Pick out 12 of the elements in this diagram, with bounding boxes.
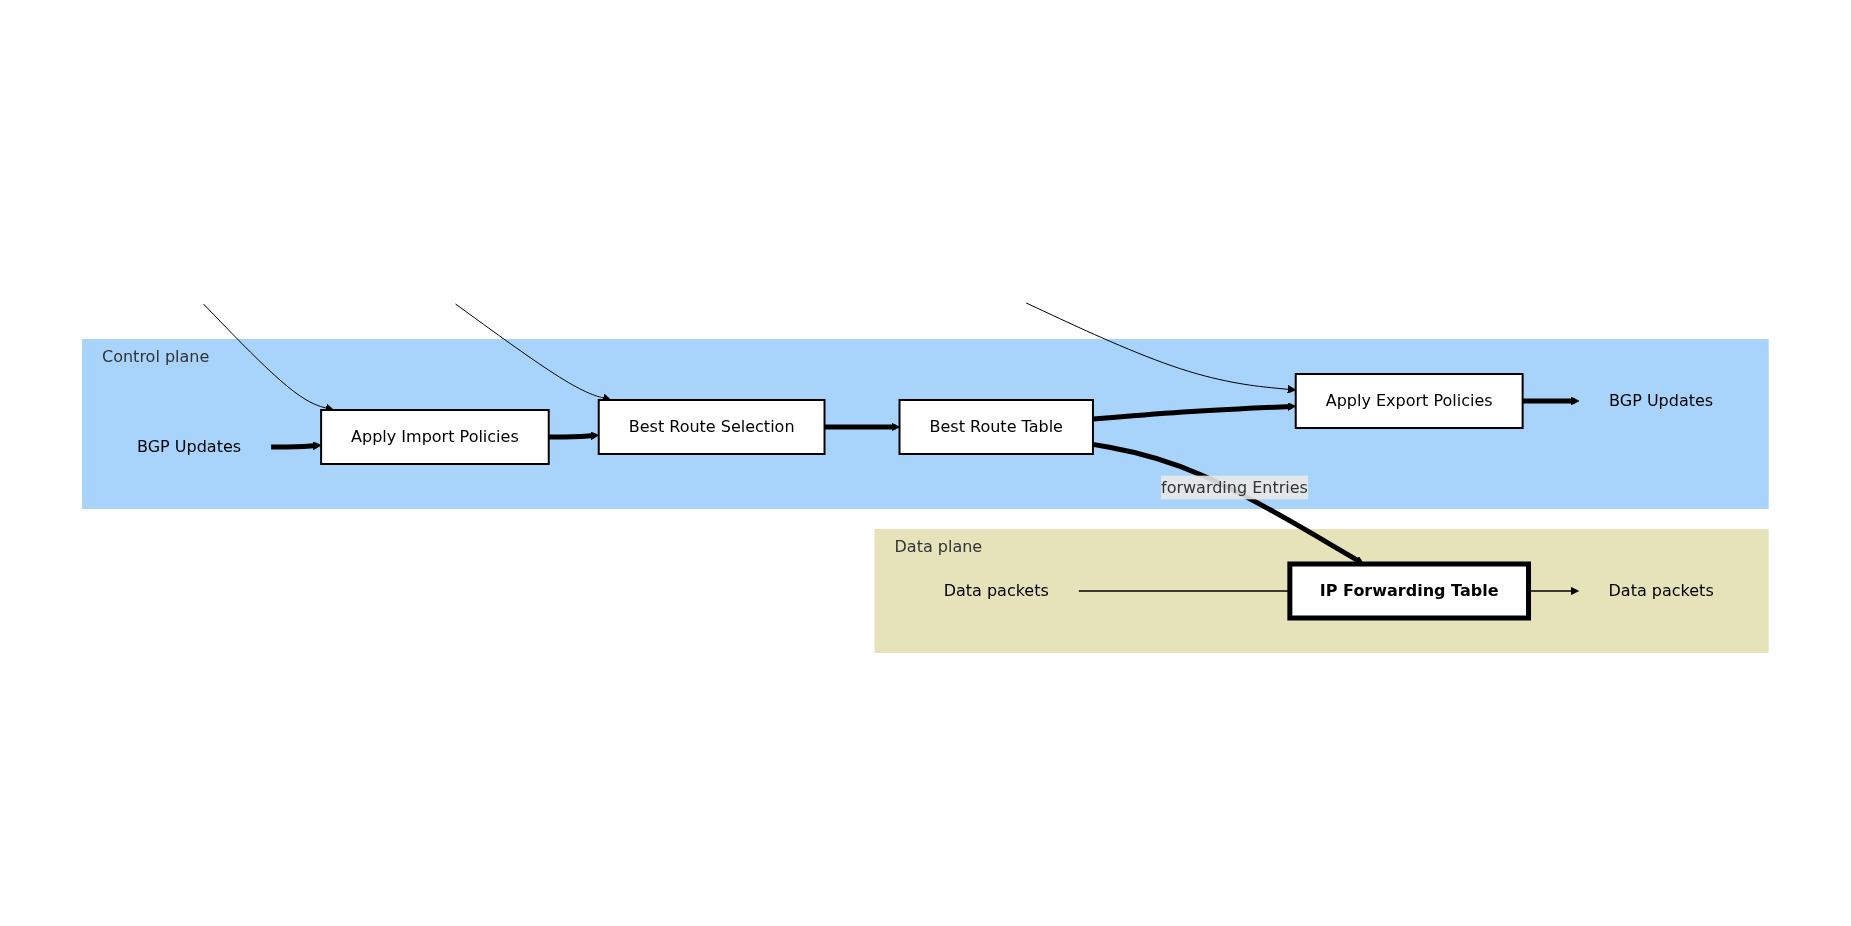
node-text: Data packets: [943, 580, 1049, 600]
arrow: [271, 440, 322, 450]
node-text: Data packets: [1608, 580, 1714, 600]
node-box: Apply Import Policies: [320, 408, 550, 465]
arrow: [1522, 396, 1580, 405]
node-text: BGP Updates: [1609, 390, 1714, 410]
node-box: Best Route Selection: [597, 398, 826, 455]
node-box: Best Route Table: [898, 398, 1095, 455]
edge-label: forwarding Entries: [1161, 477, 1309, 497]
node-text: BGP Updates: [137, 436, 242, 456]
node-box: Apply Export Policies: [1294, 372, 1524, 429]
node-box: IP Forwarding Table: [1287, 561, 1532, 620]
